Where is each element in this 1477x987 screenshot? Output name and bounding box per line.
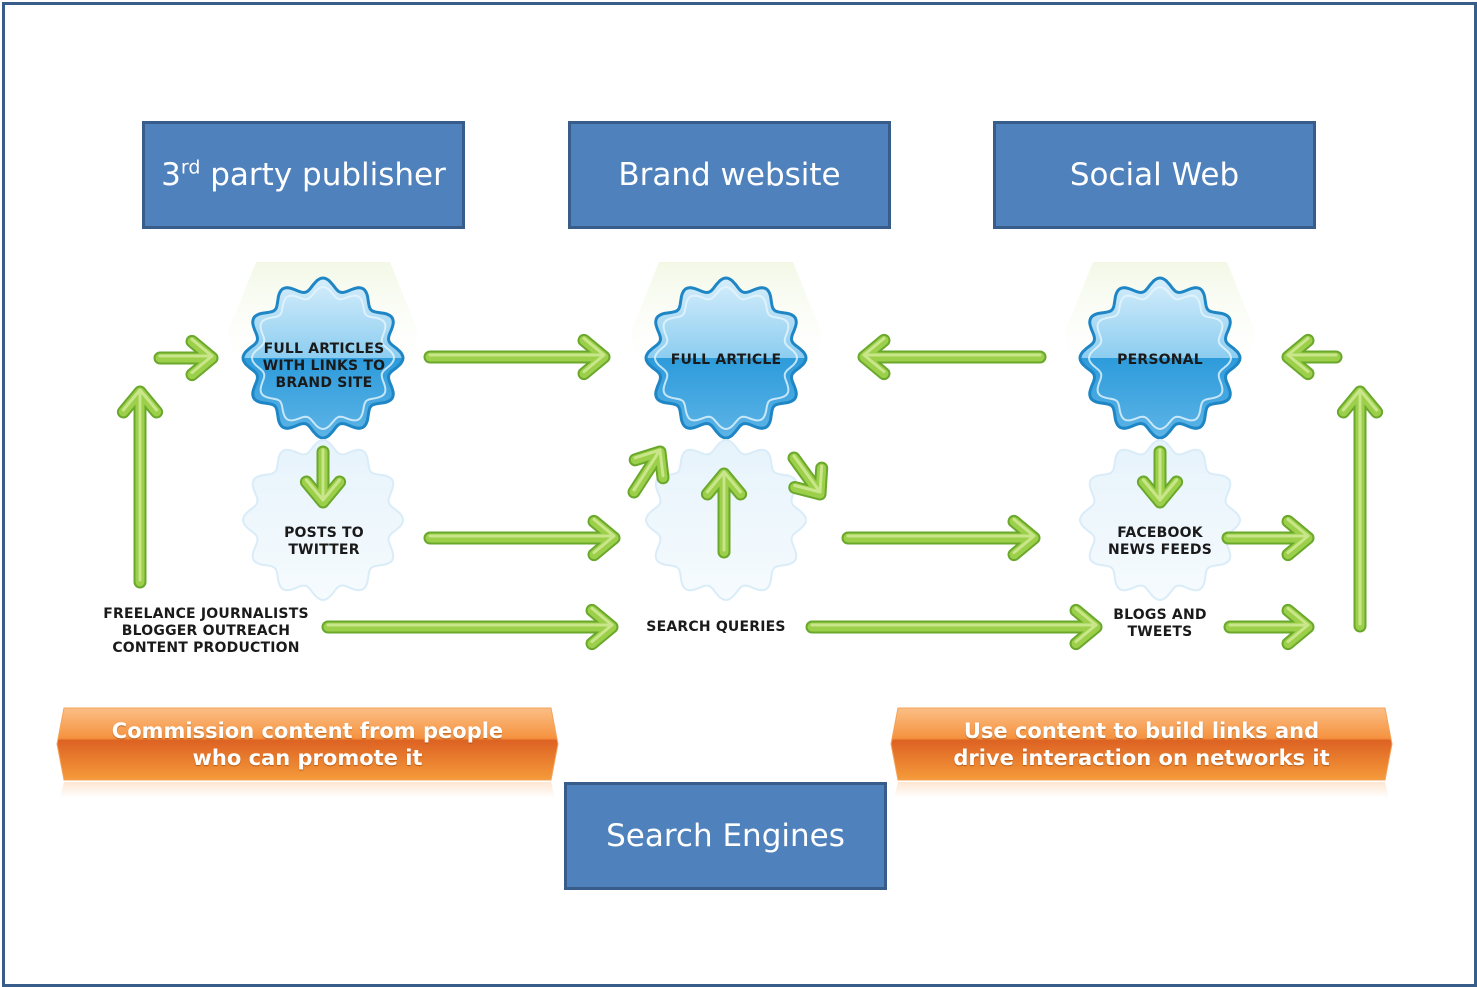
arrow-up-icon	[1336, 385, 1384, 633]
arrow-right-icon	[1223, 603, 1315, 651]
header-label: 3rd party publisher	[161, 156, 446, 193]
node-personal: PERSONAL	[1060, 352, 1260, 369]
banner-line: Commission content from people	[111, 719, 504, 743]
arrow-up-icon	[116, 385, 164, 589]
banner-commission-content: Commission content from people who can p…	[56, 706, 559, 798]
node-line: FULL ARTICLE	[670, 352, 782, 368]
header-search-engines: Search Engines	[564, 782, 887, 890]
cloud-reflection	[1078, 438, 1242, 602]
arrow-right-icon	[423, 514, 621, 562]
cloud-node	[644, 276, 808, 440]
node-line: SEARCH QUERIES	[646, 619, 786, 635]
arrow-down-icon	[299, 445, 347, 509]
arrow-right-icon	[805, 603, 1103, 651]
node-line: POSTS TO	[284, 525, 364, 541]
node-line: TWEETS	[1127, 624, 1193, 640]
arrow-right-icon	[423, 333, 611, 381]
node-line: TWITTER	[288, 542, 360, 558]
arrow-up-right-icon	[627, 445, 670, 499]
arrow-up-icon	[700, 467, 748, 559]
banner-shape	[56, 707, 559, 798]
node-line: WITH LINKS TO	[262, 358, 386, 374]
node-facebook-news-feeds: FACEBOOK NEWS FEEDS	[1060, 525, 1260, 559]
node-blogs-and-tweets: BLOGS AND TWEETS	[1060, 607, 1260, 641]
node-line: BLOGS AND	[1113, 607, 1207, 623]
cloud-node	[1078, 276, 1242, 440]
header-brand-website: Brand website	[568, 121, 891, 229]
header-label: Search Engines	[606, 818, 845, 854]
cloud-highlight	[653, 285, 799, 431]
node-line: NEWS FEEDS	[1107, 542, 1213, 558]
node-line: PERSONAL	[1117, 352, 1203, 368]
arrow-down-right-icon	[787, 451, 829, 501]
arrow-right-icon	[321, 603, 619, 651]
node-search-queries: SEARCH QUERIES	[616, 619, 816, 636]
cloud-node	[241, 276, 405, 440]
node-line: FULL ARTICLES	[263, 341, 385, 357]
arrow-right-icon	[153, 334, 219, 382]
node-line: BRAND SITE	[275, 375, 373, 391]
arrow-down-icon	[1136, 445, 1184, 509]
header-label: Social Web	[1069, 157, 1240, 193]
banner-line: who can promote it	[192, 746, 423, 770]
cloud-highlight	[1087, 285, 1233, 431]
arrow-left-icon	[857, 333, 1047, 381]
header-label: Brand website	[618, 157, 841, 193]
arrow-left-icon	[1281, 333, 1343, 381]
banner-shape	[890, 707, 1393, 798]
header-social-web: Social Web	[993, 121, 1316, 229]
arrow-right-icon	[1221, 514, 1315, 562]
header-3rd-party-publisher: 3rd party publisher	[142, 121, 465, 229]
node-full-article: FULL ARTICLE	[626, 352, 826, 369]
node-line: BLOGGER OUTREACH	[121, 623, 291, 639]
banner-line: drive interaction on networks it	[953, 746, 1330, 770]
node-posts-to-twitter: POSTS TO TWITTER	[224, 525, 424, 559]
banner-use-content: Use content to build links and drive int…	[890, 706, 1393, 798]
node-line: CONTENT PRODUCTION	[112, 640, 300, 656]
cloud-reflection	[241, 438, 405, 602]
cloud-highlight	[250, 285, 396, 431]
node-full-articles: FULL ARTICLES WITH LINKS TO BRAND SITE	[224, 341, 424, 392]
banner-line: Use content to build links and	[963, 719, 1320, 743]
node-freelance: FREELANCE JOURNALISTS BLOGGER OUTREACH C…	[86, 606, 326, 657]
node-line: FACEBOOK	[1117, 525, 1203, 541]
arrow-right-icon	[841, 514, 1041, 562]
node-line: FREELANCE JOURNALISTS	[103, 606, 309, 622]
